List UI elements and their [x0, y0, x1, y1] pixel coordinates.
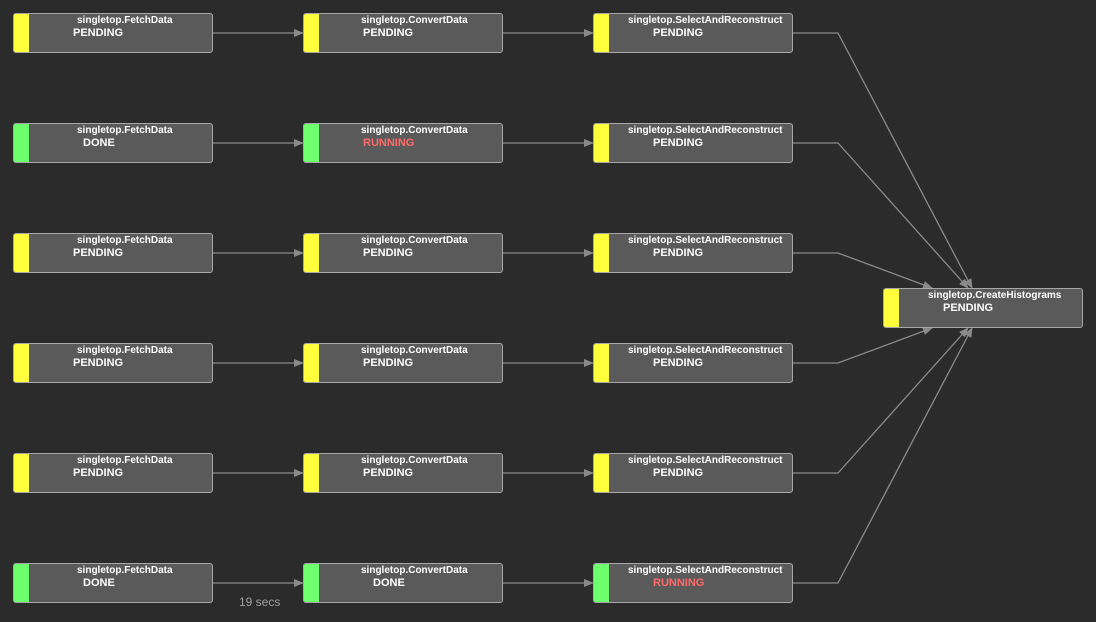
task-name: singletop.SelectAndReconstruct: [628, 235, 783, 246]
task-state: PENDING: [653, 467, 704, 479]
status-indicator: [304, 454, 319, 492]
task-state: DONE: [83, 577, 115, 589]
task-state: PENDING: [653, 27, 704, 39]
task-name: singletop.SelectAndReconstruct: [628, 455, 783, 466]
task-name: singletop.ConvertData: [361, 565, 468, 576]
task-state: PENDING: [943, 302, 994, 314]
task-name: singletop.ConvertData: [361, 125, 468, 136]
status-indicator: [594, 564, 609, 602]
task-state: DONE: [83, 137, 115, 149]
task-state: PENDING: [653, 247, 704, 259]
task-name: singletop.ConvertData: [361, 235, 468, 246]
status-indicator: [14, 14, 29, 52]
status-indicator: [304, 14, 319, 52]
status-indicator: [14, 344, 29, 382]
task-state: RUNNING: [363, 137, 415, 149]
task-name: singletop.ConvertData: [361, 455, 468, 466]
status-indicator: [884, 289, 899, 327]
task-name: singletop.CreateHistograms: [928, 290, 1062, 301]
task-state: PENDING: [363, 357, 414, 369]
task-name: singletop.SelectAndReconstruct: [628, 345, 783, 356]
duration-label: 19 secs: [239, 595, 281, 609]
task-name: singletop.FetchData: [77, 15, 173, 26]
task-state: PENDING: [363, 467, 414, 479]
task-name: singletop.FetchData: [77, 125, 173, 136]
task-name: singletop.SelectAndReconstruct: [628, 125, 783, 136]
task-state: PENDING: [73, 467, 124, 479]
task-state: PENDING: [73, 357, 124, 369]
task-name: singletop.FetchData: [77, 565, 173, 576]
task-state: PENDING: [73, 247, 124, 259]
task-state: PENDING: [363, 247, 414, 259]
status-indicator: [14, 234, 29, 272]
status-indicator: [594, 234, 609, 272]
task-state: PENDING: [73, 27, 124, 39]
status-indicator: [304, 564, 319, 602]
task-state: PENDING: [653, 357, 704, 369]
status-indicator: [594, 124, 609, 162]
status-indicator: [304, 234, 319, 272]
task-name: singletop.ConvertData: [361, 345, 468, 356]
task-name: singletop.FetchData: [77, 345, 173, 356]
status-indicator: [594, 344, 609, 382]
task-state: DONE: [373, 577, 405, 589]
status-indicator: [14, 124, 29, 162]
status-indicator: [594, 14, 609, 52]
task-name: singletop.ConvertData: [361, 15, 468, 26]
status-indicator: [304, 124, 319, 162]
status-indicator: [594, 454, 609, 492]
task-name: singletop.FetchData: [77, 455, 173, 466]
status-indicator: [304, 344, 319, 382]
task-name: singletop.SelectAndReconstruct: [628, 565, 783, 576]
status-indicator: [14, 564, 29, 602]
task-state: PENDING: [363, 27, 414, 39]
task-name: singletop.SelectAndReconstruct: [628, 15, 783, 26]
task-name: singletop.FetchData: [77, 235, 173, 246]
task-state: RUNNING: [653, 577, 705, 589]
status-indicator: [14, 454, 29, 492]
task-state: PENDING: [653, 137, 704, 149]
